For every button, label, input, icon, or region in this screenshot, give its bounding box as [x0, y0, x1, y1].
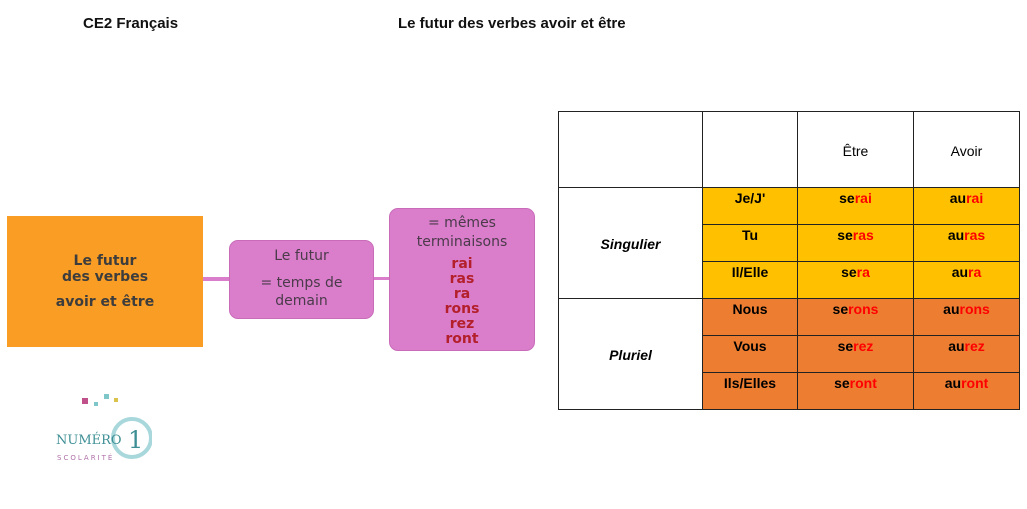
pronoun-cell: Je/J'	[702, 187, 798, 225]
avoir-cell: aura	[913, 261, 1020, 299]
ending: rai	[854, 190, 872, 206]
ending: ra	[968, 264, 982, 280]
stem: se	[837, 338, 854, 354]
stem: au	[951, 264, 969, 280]
ending: ront	[961, 375, 989, 391]
stem: se	[837, 227, 853, 243]
header-cell	[702, 111, 798, 188]
logo-icon: NUMÉRO 1 SCOLARITÉ	[56, 394, 153, 462]
node-text: = mêmes terminaisons	[416, 215, 508, 250]
ending: ra	[453, 286, 471, 302]
mindmap-root: Le futur des verbes avoir et être	[7, 216, 203, 347]
svg-text:1: 1	[128, 426, 143, 454]
etre-cell: serez	[797, 335, 914, 373]
root-line: Le futur	[73, 253, 137, 269]
pronoun-cell: Nous	[702, 298, 798, 336]
node-text: = temps de demain	[260, 275, 343, 309]
avoir-cell: aurons	[913, 298, 1020, 336]
header-avoir: Avoir	[913, 111, 1020, 188]
pronoun-cell: Vous	[702, 335, 798, 373]
ending: ras	[852, 227, 874, 243]
ending: ront	[849, 375, 877, 391]
header-etre: Être	[797, 111, 914, 188]
stem: se	[841, 264, 857, 280]
pronoun-cell: Il/Elle	[702, 261, 798, 299]
ending: ront	[445, 331, 479, 347]
header-cell	[558, 111, 703, 188]
stem: au	[949, 190, 967, 206]
stem: au	[948, 338, 965, 354]
ending: ra	[856, 264, 870, 280]
svg-text:SCOLARITÉ: SCOLARITÉ	[57, 453, 114, 462]
avoir-cell: auras	[913, 224, 1020, 262]
pronoun-cell: Tu	[702, 224, 798, 262]
logo: NUMÉRO 1 SCOLARITÉ	[52, 388, 153, 468]
ending: rez	[853, 338, 874, 354]
ending: ras	[449, 271, 475, 287]
ending: rons	[959, 301, 990, 317]
mindmap-node-terminaisons: = mêmes terminaisons rai ras ra rons rez…	[389, 208, 535, 351]
root-line: des verbes	[61, 269, 149, 285]
etre-cell: serons	[797, 298, 914, 336]
etre-cell: serai	[797, 187, 914, 225]
subject-label: CE2 Français	[83, 15, 179, 32]
group-label: Singulier	[558, 187, 703, 299]
stem: au	[947, 227, 965, 243]
stem: se	[839, 190, 855, 206]
ending: rez	[449, 316, 475, 332]
avoir-cell: auront	[913, 372, 1020, 410]
group-label: Pluriel	[558, 298, 703, 410]
root-line: avoir et être	[55, 294, 155, 310]
stem: se	[832, 301, 849, 317]
ending: rai	[966, 190, 984, 206]
etre-cell: seras	[797, 224, 914, 262]
connector	[203, 277, 230, 281]
ending: rez	[964, 338, 985, 354]
stem: au	[943, 301, 960, 317]
etre-cell: seront	[797, 372, 914, 410]
ending: rai	[451, 256, 473, 272]
page-title: Le futur des verbes avoir et être	[398, 15, 626, 32]
ending: rons	[848, 301, 879, 317]
pronoun-cell: Ils/Elles	[702, 372, 798, 410]
ending: ras	[964, 227, 986, 243]
stem: se	[834, 375, 850, 391]
mindmap-node-futur: Le futur = temps de demain	[229, 240, 374, 319]
avoir-cell: aurez	[913, 335, 1020, 373]
connector	[374, 277, 390, 280]
etre-cell: sera	[797, 261, 914, 299]
node-text: Le futur	[274, 248, 329, 264]
ending: rons	[444, 301, 480, 317]
stem: au	[944, 375, 962, 391]
svg-text:NUMÉRO: NUMÉRO	[56, 432, 122, 448]
avoir-cell: aurai	[913, 187, 1020, 225]
